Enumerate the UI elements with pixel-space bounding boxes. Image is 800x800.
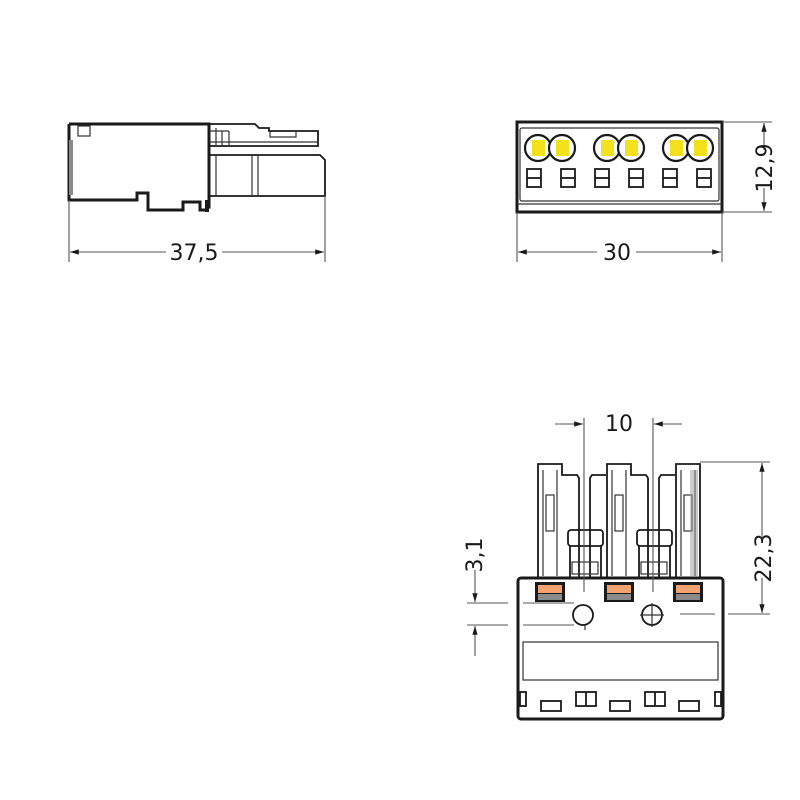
dimension-label-side-width: 37,5 <box>170 241 219 266</box>
wire-entry-slots <box>526 168 712 188</box>
dimension-label-pitch: 10 <box>605 412 633 437</box>
top-view <box>515 120 772 262</box>
front-view <box>467 418 770 721</box>
dimension-label-front-height: 22,3 <box>752 534 777 583</box>
bottom-slots <box>519 691 722 712</box>
dimension-label-top-height: 12,9 <box>753 144 778 193</box>
side-view <box>67 122 326 262</box>
dimension-label-top-width: 30 <box>603 241 631 266</box>
release-buttons <box>523 133 715 163</box>
dimension-label-offset: 3,1 <box>463 538 488 573</box>
orange-lever-markers <box>535 582 703 602</box>
operating-levers <box>537 463 701 578</box>
